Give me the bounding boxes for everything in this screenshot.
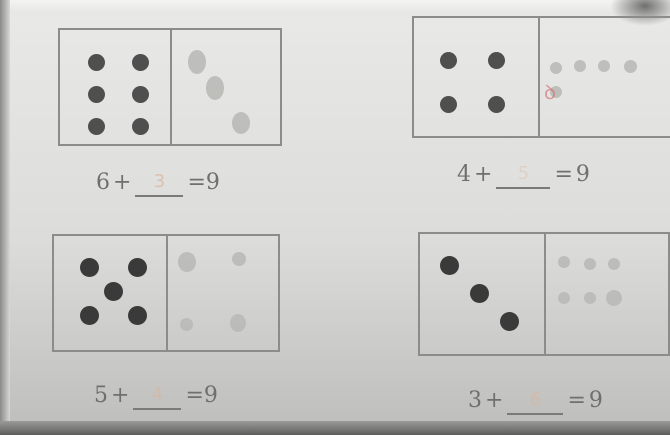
addend: 3 [468, 388, 482, 413]
dot [470, 284, 489, 303]
equation-problem-4: 3 + 6 = 9 [468, 388, 603, 415]
paper-left-edge [0, 0, 10, 435]
plus-sign: + [485, 388, 504, 413]
ten-frame-left-cell [420, 234, 546, 354]
plus-sign: + [111, 383, 130, 408]
answer-blank[interactable]: 5 [496, 162, 551, 189]
paper-top-edge [0, 0, 670, 14]
plus-sign: + [474, 162, 493, 187]
faint-dot [180, 318, 193, 331]
dot [440, 52, 457, 69]
faint-dot [584, 258, 596, 270]
answer-blank[interactable]: 4 [133, 383, 182, 410]
ten-frame-right-cell: ꝺ [540, 18, 670, 136]
dot [132, 54, 149, 71]
ten-frame-left-cell [54, 236, 168, 350]
dot [88, 118, 105, 135]
dot [104, 282, 123, 301]
faint-dot [574, 60, 586, 72]
answer-blank[interactable]: 6 [507, 388, 564, 415]
dot [80, 258, 99, 277]
dot [128, 258, 147, 277]
faint-dot [230, 314, 246, 332]
ten-frame-problem-1 [58, 28, 282, 146]
handwritten-answer: 5 [517, 163, 530, 184]
faint-dot [188, 50, 206, 74]
ten-frame-left-cell [414, 18, 540, 136]
total: 9 [575, 162, 590, 187]
dot [440, 256, 459, 275]
faint-dot [608, 258, 620, 270]
dot [132, 118, 149, 135]
addend: 5 [94, 383, 108, 408]
plus-sign: + [113, 170, 132, 195]
faint-dot [584, 292, 596, 304]
dot [88, 86, 105, 103]
total: 9 [203, 383, 218, 408]
handwritten-answer: 4 [151, 384, 164, 405]
handwritten-answer: 3 [153, 171, 166, 192]
paper-bottom-shadow [0, 421, 670, 435]
faint-dot [232, 112, 250, 134]
equation-problem-3: 5 + 4 = 9 [94, 383, 218, 410]
faint-dot [598, 60, 610, 72]
faint-dot [624, 60, 637, 73]
corner-shadow [610, 0, 670, 26]
faint-dot [206, 76, 224, 100]
ten-frame-right-cell [168, 236, 278, 350]
addend: 6 [96, 170, 110, 195]
dot [80, 306, 99, 325]
total: 9 [205, 170, 220, 195]
ten-frame-problem-4 [418, 232, 670, 356]
faint-dot [550, 62, 562, 74]
equals-sign: = [185, 383, 204, 408]
faint-dot [178, 252, 196, 272]
equation-problem-1: 6 + 3 = 9 [96, 170, 220, 197]
answer-blank[interactable]: 3 [135, 170, 184, 197]
faint-dot [558, 292, 570, 304]
ten-frame-right-cell [172, 30, 280, 144]
faint-dot [550, 86, 562, 98]
dot [88, 54, 105, 71]
addend: 4 [457, 162, 471, 187]
faint-dot [606, 290, 622, 306]
dot [440, 96, 457, 113]
faint-dot [558, 256, 570, 268]
faint-dot [232, 252, 246, 266]
equation-problem-2: 4 + 5 = 9 [457, 162, 590, 189]
dot [128, 306, 147, 325]
ten-frame-problem-2: ꝺ [412, 16, 670, 138]
dot [500, 312, 519, 331]
handwritten-answer: 6 [529, 389, 542, 410]
ten-frame-problem-3 [52, 234, 280, 352]
dot [132, 86, 149, 103]
equals-sign: = [567, 388, 586, 413]
ten-frame-right-cell [546, 234, 668, 354]
dot [488, 52, 505, 69]
dot [488, 96, 505, 113]
total: 9 [588, 388, 603, 413]
pencil-mark: ꝺ [544, 80, 556, 104]
equals-sign: = [187, 170, 206, 195]
equals-sign: = [554, 162, 573, 187]
ten-frame-left-cell [60, 30, 172, 144]
